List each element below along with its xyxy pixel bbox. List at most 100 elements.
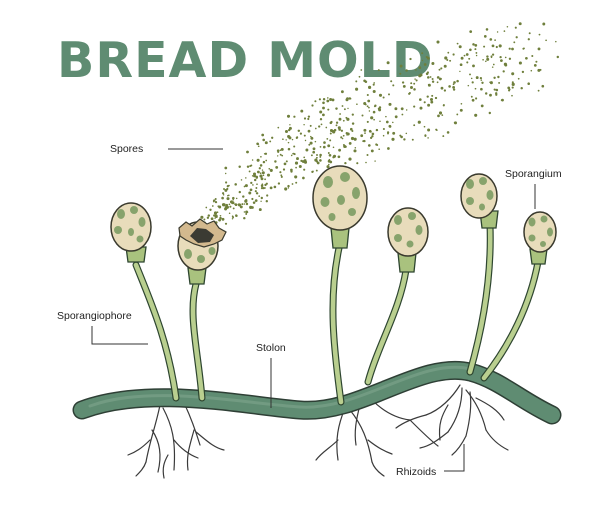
spore-dot bbox=[370, 149, 374, 153]
spore-dot bbox=[373, 105, 376, 108]
spore-dot bbox=[340, 90, 344, 94]
spore-dot bbox=[467, 84, 470, 87]
spore-dot bbox=[276, 155, 279, 157]
spore-dot bbox=[453, 121, 458, 125]
spore-dot bbox=[555, 40, 557, 43]
spore-dot bbox=[224, 166, 228, 170]
spore-dot bbox=[277, 151, 280, 154]
spore-dot bbox=[423, 63, 427, 66]
spore-dot bbox=[525, 56, 528, 60]
spore-dot bbox=[259, 174, 263, 178]
spore-dot bbox=[243, 185, 246, 188]
spore-dot bbox=[319, 159, 322, 162]
spore-dot bbox=[214, 198, 217, 200]
spore-dot bbox=[350, 136, 355, 141]
label-sporangium-text: Sporangium bbox=[505, 168, 562, 180]
spore-dot bbox=[431, 62, 435, 65]
spore-dot bbox=[221, 192, 225, 195]
spore-dot bbox=[328, 153, 332, 157]
spore-dot bbox=[507, 89, 511, 92]
spore-dot bbox=[293, 145, 296, 148]
spore-dot bbox=[469, 30, 473, 33]
spore-dot bbox=[472, 43, 475, 46]
spore-dot bbox=[257, 145, 260, 148]
spore-dot bbox=[390, 80, 393, 83]
spore-dot bbox=[261, 133, 265, 137]
spore-dot bbox=[256, 158, 260, 162]
spore-dot bbox=[379, 120, 381, 122]
spore-dot bbox=[243, 211, 246, 213]
spore-dot bbox=[427, 103, 431, 107]
spore-dot bbox=[358, 75, 361, 78]
spore-dot bbox=[314, 127, 317, 130]
spore-dot bbox=[322, 145, 326, 149]
spore-dot bbox=[228, 212, 231, 214]
spore-dot bbox=[235, 197, 238, 200]
spore-dot bbox=[279, 171, 282, 174]
spore-dot bbox=[291, 183, 294, 185]
spore-dot bbox=[474, 48, 477, 51]
spore-dot bbox=[277, 182, 281, 185]
spore-dot bbox=[343, 108, 346, 111]
spore-dot bbox=[303, 156, 306, 159]
sporangium-4 bbox=[387, 207, 429, 273]
spore-dot bbox=[365, 161, 367, 164]
spore-dot bbox=[252, 172, 257, 176]
spore-dot bbox=[378, 148, 381, 151]
spore-dot bbox=[493, 88, 496, 91]
spore-dot bbox=[261, 169, 264, 171]
spore-dot bbox=[387, 147, 390, 150]
spore-dot bbox=[475, 76, 479, 80]
spore-dot bbox=[241, 203, 244, 206]
spore-dot bbox=[435, 129, 438, 131]
label-rhizoids-text: Rhizoids bbox=[396, 466, 436, 478]
spore-dot bbox=[316, 154, 318, 156]
spore-dot bbox=[481, 81, 484, 84]
spore-dot bbox=[285, 139, 287, 141]
spore-dot bbox=[329, 98, 333, 101]
spore-dot bbox=[408, 92, 411, 95]
spore-dot bbox=[401, 113, 404, 116]
spore-dot bbox=[218, 205, 222, 209]
label-rhizoids: Rhizoids bbox=[396, 444, 465, 478]
sporangia bbox=[110, 165, 557, 285]
spore-dot bbox=[449, 59, 452, 62]
spore-dot bbox=[296, 157, 299, 161]
spore-dot bbox=[419, 106, 423, 110]
spore-dot bbox=[282, 168, 286, 171]
spore-dot bbox=[533, 64, 537, 67]
spore-dot bbox=[214, 200, 218, 204]
spore-dot bbox=[274, 160, 277, 163]
spore-dot bbox=[353, 137, 357, 141]
spore-dot bbox=[405, 109, 408, 111]
spore-dot bbox=[498, 44, 502, 48]
spore-dot bbox=[282, 138, 284, 141]
spore-dot bbox=[489, 38, 493, 41]
spore-dot bbox=[488, 111, 491, 115]
spore-dot bbox=[504, 56, 507, 59]
spore-dot bbox=[413, 88, 416, 91]
sporangium-5 bbox=[460, 173, 499, 229]
spore-dot bbox=[319, 155, 322, 158]
spore-dot bbox=[339, 113, 342, 115]
spore-dot bbox=[327, 152, 330, 154]
spore-dot bbox=[280, 174, 283, 177]
spore-dot bbox=[252, 184, 254, 186]
spore-dot bbox=[239, 205, 243, 209]
spore-dot bbox=[287, 134, 291, 139]
spore-dot bbox=[227, 194, 230, 197]
leader-rhizoids bbox=[444, 444, 465, 472]
spore-dot bbox=[300, 109, 304, 113]
spore-dot bbox=[483, 35, 487, 38]
sporangium-2-bursting bbox=[177, 218, 227, 285]
spore-dot bbox=[332, 156, 335, 159]
spore-dot bbox=[508, 47, 511, 50]
spore-dot bbox=[378, 106, 382, 109]
spore-dot bbox=[260, 177, 264, 181]
spore-dot bbox=[269, 186, 273, 190]
spore-dot bbox=[258, 167, 261, 170]
spore-dot bbox=[249, 188, 253, 192]
spore-dot bbox=[537, 47, 541, 51]
spore-dot bbox=[260, 155, 262, 158]
spore-dot bbox=[255, 175, 259, 179]
